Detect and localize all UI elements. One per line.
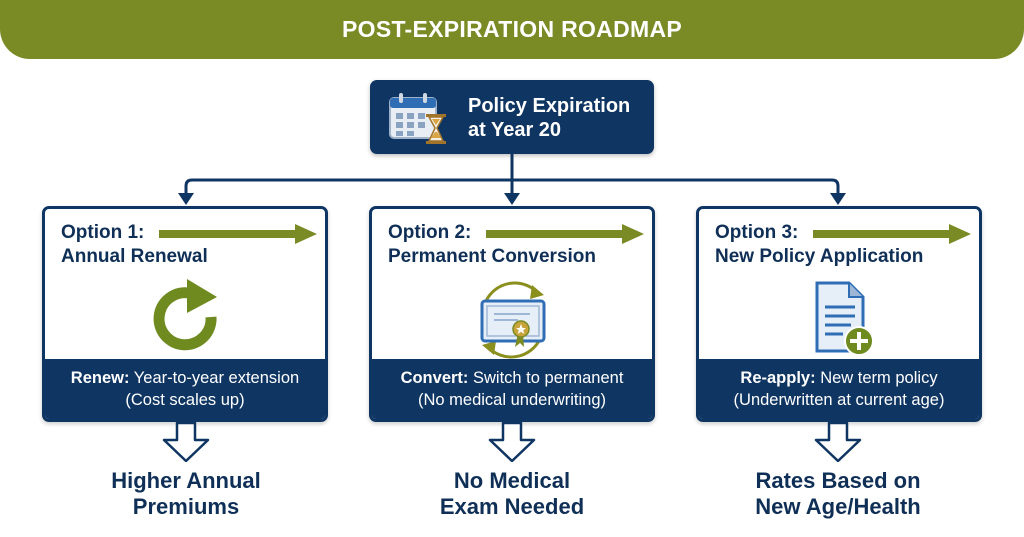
expiration-line1: Policy Expiration [468, 95, 631, 117]
page-title: POST-EXPIRATION ROADMAP [342, 16, 682, 42]
certificate-conversion-icon [480, 281, 546, 359]
option-title: Option 2: [388, 222, 472, 243]
right-arrow-icon [813, 224, 971, 244]
option-subtitle: New Policy Application [715, 246, 924, 267]
outcome-line1: Rates Based on [755, 468, 921, 493]
option-card-1: Option 1: Annual Renewal Renew: Year-to-… [42, 206, 328, 422]
outcome-line2: Exam Needed [439, 494, 585, 519]
down-arrow-icon [488, 422, 536, 462]
down-arrow-icon [162, 422, 210, 462]
expiration-label: Policy Expiration at Year 20 [468, 94, 648, 142]
option-header: Option 3: New Policy Application [715, 221, 975, 269]
option-action: Renew: Year-to-year extension (Cost scal… [45, 359, 325, 419]
action-text: New term policy [820, 369, 938, 387]
action-label: Re-apply: [740, 369, 816, 387]
arrowhead-option-2 [504, 193, 520, 205]
outcome-option-1: Higher Annual Premiums [66, 468, 306, 520]
right-arrow-icon [159, 224, 317, 244]
document-add-icon [815, 281, 874, 356]
option-card-3: Option 3: New Policy Application Re-appl… [696, 206, 982, 422]
outcome-line1: No Medical [453, 468, 571, 493]
down-arrow-icon [814, 422, 862, 462]
option-header: Option 2: Permanent Conversion [388, 221, 648, 269]
outcome-option-3: Rates Based on New Age/Health [718, 468, 958, 520]
outcome-line2: New Age/Health [755, 494, 921, 519]
calendar-hourglass-icon [389, 93, 446, 144]
action-text: Year-to-year extension [133, 369, 300, 387]
expiration-line2: at Year 20 [468, 119, 562, 141]
option-card-2: Option 2: Permanent Conversion Convert: … [369, 206, 655, 422]
renew-cycle-icon [153, 279, 217, 351]
action-note: (No medical underwriting) [418, 391, 606, 409]
arrowhead-option-1 [178, 193, 194, 205]
connector-branch [184, 178, 840, 196]
option-header: Option 1: Annual Renewal [61, 221, 321, 269]
option-subtitle: Permanent Conversion [388, 246, 596, 267]
right-arrow-icon [486, 224, 644, 244]
outcome-line1: Higher Annual [111, 468, 261, 493]
option-action: Re-apply: New term policy (Underwritten … [699, 359, 979, 419]
action-label: Renew: [70, 369, 130, 387]
option-title: Option 1: [61, 222, 145, 243]
title-banner: POST-EXPIRATION ROADMAP [0, 0, 1024, 59]
action-text: Switch to permanent [473, 369, 624, 387]
expiration-node: Policy Expiration at Year 20 [370, 80, 654, 154]
option-title: Option 3: [715, 222, 799, 243]
outcome-option-2: No Medical Exam Needed [392, 468, 632, 520]
arrowhead-option-3 [830, 193, 846, 205]
action-note: (Cost scales up) [125, 391, 245, 409]
option-action: Convert: Switch to permanent (No medical… [372, 359, 652, 419]
outcome-line2: Premiums [132, 494, 240, 519]
action-note: (Underwritten at current age) [733, 391, 945, 409]
action-label: Convert: [400, 369, 469, 387]
option-subtitle: Annual Renewal [61, 246, 208, 267]
